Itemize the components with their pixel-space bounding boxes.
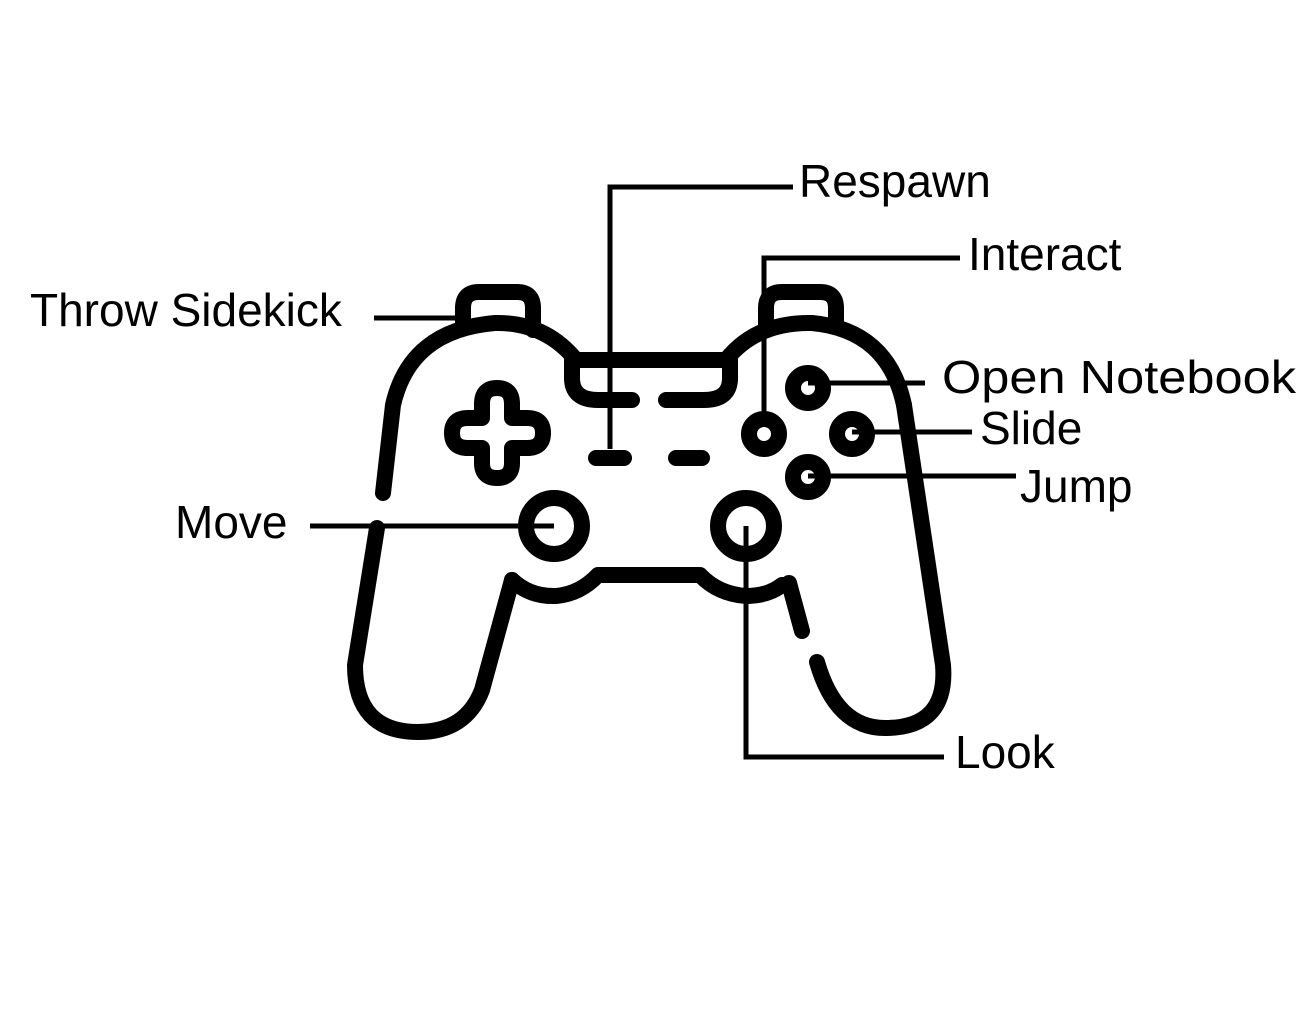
right-grip-gap (781, 575, 810, 639)
label-throw-sidekick: Throw Sidekick (30, 284, 343, 336)
label-jump: Jump (1020, 460, 1132, 512)
body-bottom (504, 567, 790, 605)
leader-respawn (607, 184, 793, 449)
left-bumper (455, 284, 541, 338)
label-interact: Interact (968, 228, 1122, 280)
label-look: Look (955, 726, 1056, 778)
label-slide: Slide (980, 402, 1082, 454)
label-move: Move (175, 496, 287, 548)
gamepad-icon (347, 284, 952, 740)
center-panel-right (658, 352, 738, 408)
leader-interact (761, 255, 960, 427)
left-grip (347, 520, 520, 740)
center-panel (564, 352, 640, 408)
labels: Throw Sidekick Respawn Interact Open Not… (30, 155, 1297, 778)
label-respawn: Respawn (799, 155, 991, 207)
right-grip (809, 397, 952, 736)
leader-look (743, 526, 944, 760)
right-bumper (758, 284, 844, 338)
leader-lines (310, 184, 1016, 760)
notebook-button-icon (785, 365, 831, 411)
label-open-notebook: Open Notebook (942, 351, 1297, 403)
dpad-icon (444, 380, 551, 486)
